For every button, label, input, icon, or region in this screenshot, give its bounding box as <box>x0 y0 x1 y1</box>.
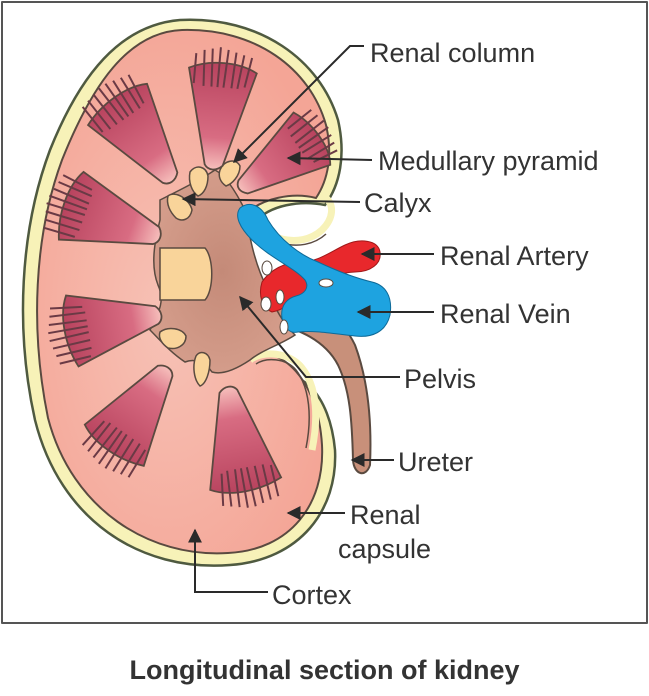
label-renal-capsule-line1: Renal <box>350 500 421 530</box>
leader-calyx <box>181 192 361 207</box>
calyces <box>158 160 241 387</box>
leader-lines <box>181 45 434 593</box>
label-ureter: Ureter <box>398 447 473 477</box>
label-calyx: Calyx <box>364 188 432 218</box>
leader-medullary-pyramid <box>286 151 373 166</box>
label-renal-artery: Renal Artery <box>440 241 589 271</box>
leader-renal-column <box>233 45 364 163</box>
label-renal-capsule-line2: capsule <box>338 534 431 564</box>
leader-cortex <box>188 528 268 593</box>
label-renal-column: Renal column <box>370 38 535 68</box>
medullary-pyramid <box>48 294 163 368</box>
label-renal-vein: Renal Vein <box>440 299 571 329</box>
figure-frame <box>1 1 648 624</box>
figure-caption: Longitudinal section of kidney <box>129 655 520 685</box>
medullary-pyramids <box>43 47 338 508</box>
label-medullary-pyramid: Medullary pyramid <box>378 146 599 176</box>
hilum-capsule-lower <box>247 350 320 451</box>
medullary-pyramid <box>209 385 283 508</box>
medullary-pyramid <box>188 47 258 171</box>
leader-pelvis <box>239 295 400 378</box>
renal-vein <box>237 204 392 337</box>
renal-pelvis <box>149 169 297 374</box>
vessel-openings <box>260 260 334 335</box>
label-cortex: Cortex <box>272 580 352 610</box>
medullary-pyramid <box>236 109 338 195</box>
medullary-pyramid <box>43 170 162 245</box>
kidney-diagram: Renal column Medullary pyramid Calyx Ren… <box>21 18 599 610</box>
medullary-pyramid <box>81 364 174 478</box>
label-pelvis: Pelvis <box>404 364 476 394</box>
medullary-pyramid <box>81 74 179 185</box>
